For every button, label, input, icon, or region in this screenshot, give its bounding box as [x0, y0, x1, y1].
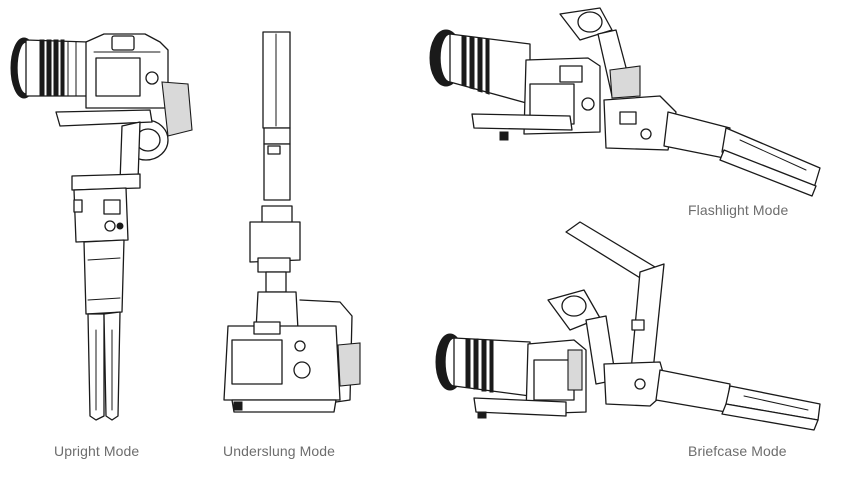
caption-underslung-mode: Underslung Mode [223, 443, 335, 459]
underslung-mode-illustration [224, 32, 360, 412]
flashlight-mode-illustration [430, 8, 820, 196]
caption-upright-mode: Upright Mode [54, 443, 139, 459]
caption-briefcase-mode: Briefcase Mode [688, 443, 787, 459]
briefcase-mode-illustration [436, 222, 820, 430]
upright-mode-illustration [11, 34, 192, 420]
caption-flashlight-mode: Flashlight Mode [688, 202, 788, 218]
